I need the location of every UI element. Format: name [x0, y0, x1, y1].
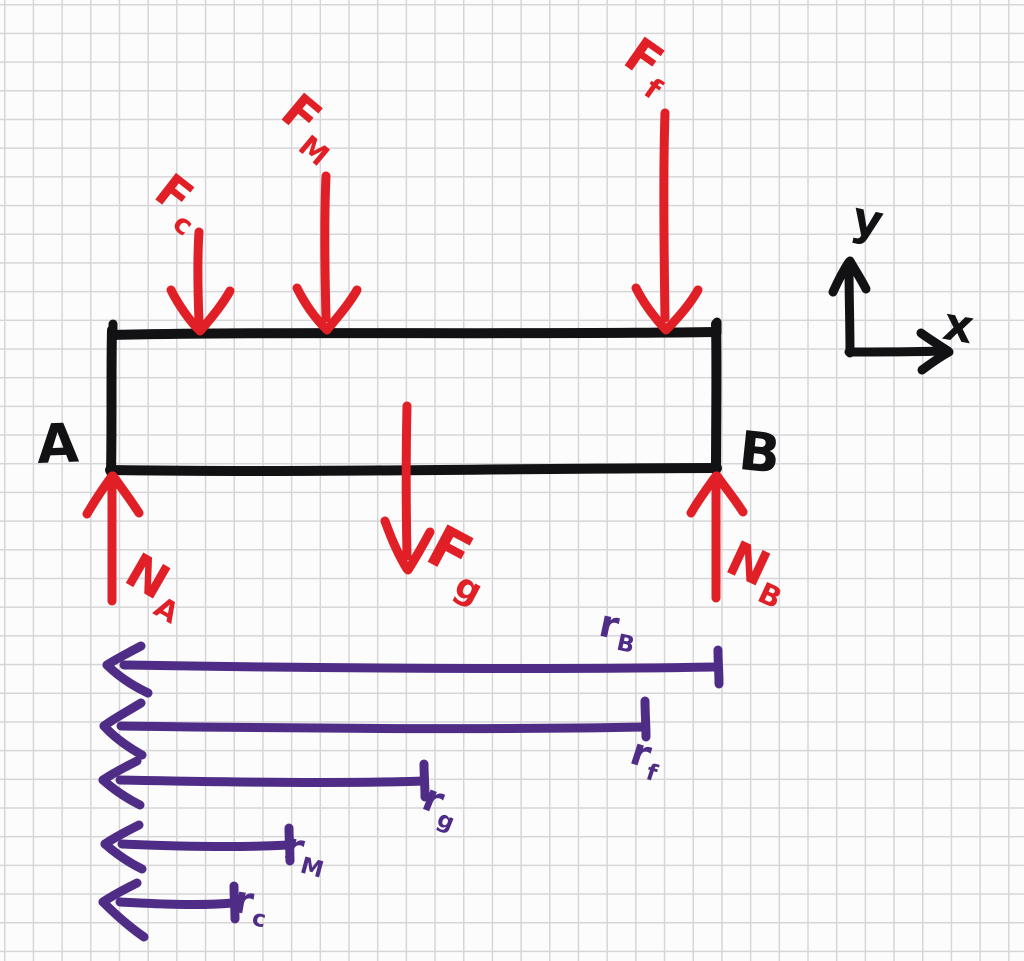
- distance-arrow-rM-tick: [284, 823, 295, 866]
- beam-top-edge: [108, 327, 720, 340]
- force-arrow-Fg-head: [380, 516, 412, 574]
- distance-arrow-rg: [115, 775, 428, 788]
- distance-arrow-rf-head: [99, 721, 147, 760]
- distance-label-rB: rB: [595, 601, 642, 659]
- distance-arrow-rc: [115, 897, 238, 910]
- beam-bottom-edge: [105, 463, 722, 476]
- x-axis-line: [844, 346, 949, 357]
- point-label-A: A: [35, 411, 81, 476]
- force-arrow-FM-head: [292, 283, 331, 334]
- force-arrow-NA-head: [108, 471, 144, 518]
- force-arrow-FM-head: [322, 285, 362, 335]
- distance-arrow-rB-tick: [713, 645, 724, 689]
- force-arrow-Fg-head: [403, 527, 435, 575]
- x-axis-arrowhead: [917, 347, 954, 375]
- distance-arrow-rM-head: [100, 839, 147, 874]
- distance-label-rc: rc: [231, 877, 272, 934]
- force-arrow-Ff: [659, 108, 670, 323]
- y-axis-line: [844, 261, 855, 358]
- distance-arrow-rf-tick: [640, 696, 651, 742]
- beam-left-edge: [106, 325, 117, 477]
- distance-arrow-rM: [117, 839, 293, 852]
- force-arrow-Fc-head: [166, 285, 204, 335]
- force-arrow-Ff-head: [631, 283, 670, 334]
- distance-arrow-rg-tick: [419, 759, 430, 802]
- distance-arrow-rf: [116, 721, 648, 734]
- force-arrow-Ff-head: [661, 285, 703, 335]
- force-arrow-Fc-head: [195, 286, 235, 336]
- force-arrow-Fc: [193, 227, 204, 326]
- coordinate-axes: [828, 256, 954, 375]
- beam-rectangle: [105, 317, 722, 477]
- point-label-B: B: [735, 419, 785, 487]
- distance-arrows: [98, 641, 724, 942]
- force-arrow-FM: [320, 171, 331, 323]
- force-arrow-Fg: [401, 401, 412, 561]
- force-arrows: [82, 108, 748, 606]
- distance-arrow-rB-head: [102, 660, 153, 698]
- distance-arrow-rg-head: [98, 775, 145, 810]
- distance-arrow-rc-head: [98, 897, 149, 942]
- distance-arrow-rc-tick: [229, 881, 240, 924]
- y-axis-arrowhead: [845, 256, 871, 294]
- force-arrow-NB-head: [712, 471, 748, 517]
- distance-arrow-rB: [119, 660, 721, 673]
